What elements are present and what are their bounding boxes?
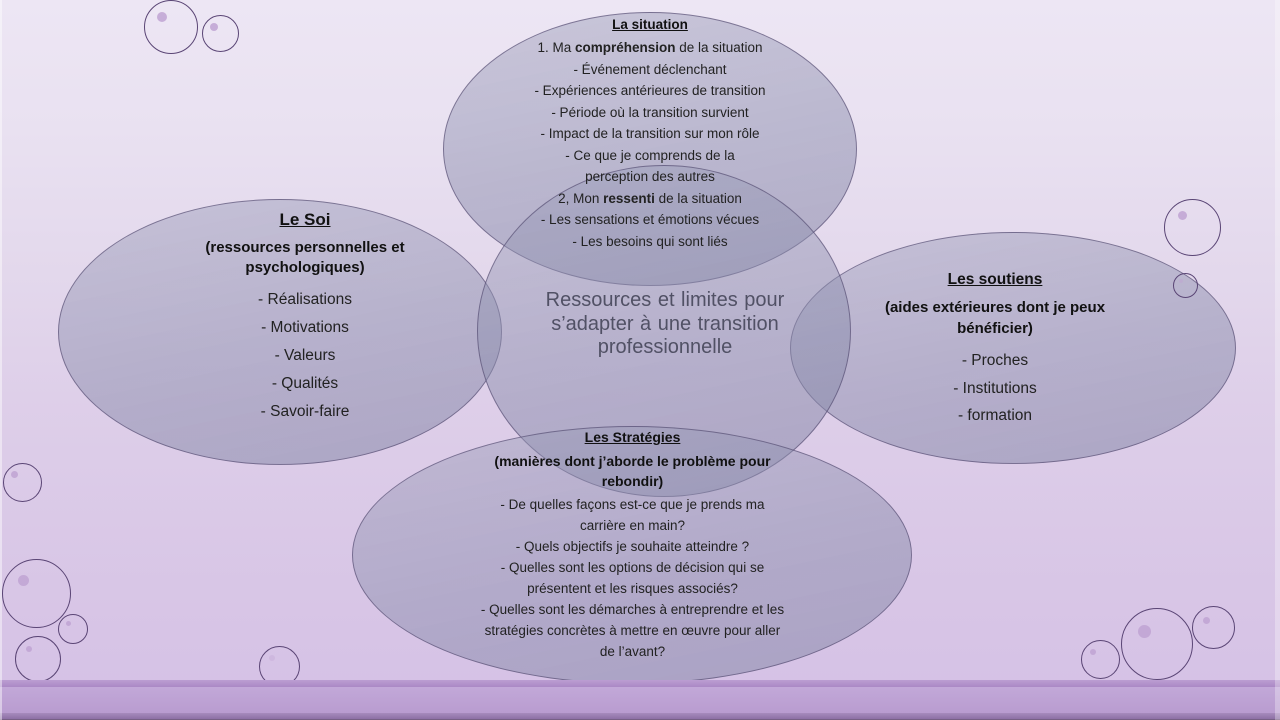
bubble	[1121, 608, 1193, 680]
ellipse-le-soi	[58, 199, 502, 465]
bottom-band-dark	[0, 680, 1280, 687]
section-lines: - Proches - Institutions - formation	[845, 347, 1145, 430]
slide-edge-right	[1275, 0, 1280, 720]
list-line: - formation	[957, 407, 1033, 424]
section-les-soutiens: Les soutiens (aides extérieures dont je …	[845, 271, 1145, 430]
bubble-dot	[210, 23, 218, 31]
list-line: - Période où la transition survient	[551, 104, 749, 120]
section-subtitle: (manières dont j’aborde le problème pour…	[494, 453, 771, 489]
bottom-band-deep	[0, 713, 1280, 720]
ellipse-les-strategies	[352, 426, 912, 684]
bubble	[3, 463, 42, 502]
bubble	[1081, 640, 1120, 679]
bubble	[144, 0, 198, 54]
list-line: - Institutions	[953, 379, 1037, 397]
list-line: - Réalisations	[258, 291, 352, 308]
list-line: - Proches	[961, 352, 1029, 369]
bubble-dot	[18, 575, 29, 586]
list-line: - Événement déclenchant	[573, 61, 727, 77]
list-line: - Quels objectifs je souhaite atteindre …	[515, 539, 750, 554]
bubble	[1164, 199, 1221, 256]
bottom-band-mid	[0, 687, 1280, 713]
list-line: 1. Ma compréhension de la situation	[537, 40, 763, 55]
list-line: - Expériences antérieures de transition	[534, 83, 766, 98]
bubble	[15, 636, 61, 682]
slide-edge-left	[0, 0, 2, 720]
section-title: Les soutiens	[947, 271, 1043, 288]
section-lines: - De quelles façons est-ce que je prends…	[415, 494, 850, 662]
bubble-dot	[269, 655, 275, 661]
section-title: Le Soi	[279, 210, 331, 229]
section-la-situation: La situation 1. Ma compréhension de la s…	[465, 17, 835, 252]
list-line: - Savoir-faire	[260, 403, 350, 420]
section-le-soi: Le Soi (ressources personnelles et psych…	[165, 210, 445, 426]
bubble-dot	[157, 12, 167, 22]
section-subtitle: (ressources personnelles et psychologiqu…	[205, 239, 405, 276]
list-line: - Motivations	[261, 319, 349, 336]
ellipse-les-soutiens	[790, 232, 1236, 464]
section-les-strategies: Les Stratégies (manières dont j’aborde l…	[415, 429, 850, 662]
list-line: - Les besoins qui sont liés	[572, 233, 728, 249]
center-title: Ressources et limites pour s’adapter à u…	[545, 289, 785, 358]
bubble-dot	[1203, 617, 1210, 624]
bubble	[202, 15, 239, 52]
list-line: - De quelles façons est-ce que je prends…	[500, 497, 765, 533]
bubble	[1173, 273, 1198, 298]
list-line: - Qualités	[271, 375, 339, 392]
bubble	[58, 614, 88, 644]
bubble-dot	[1179, 279, 1183, 283]
list-line: - Quelles sont les options de décision q…	[500, 560, 765, 596]
bubble-dot	[1090, 649, 1096, 655]
bubble-dot	[66, 621, 71, 626]
bubble-dot	[11, 471, 18, 478]
list-line: - Impact de la transition sur mon rôle	[540, 126, 760, 141]
bubble	[2, 559, 71, 628]
section-subtitle: (aides extérieures dont je peux bénéfici…	[884, 299, 1106, 337]
list-line: - Quelles sont les démarches à entrepren…	[480, 602, 785, 659]
bubble-dot	[26, 646, 32, 652]
section-lines: 1. Ma compréhension de la situation - Évé…	[465, 37, 835, 252]
bubble	[1192, 606, 1235, 649]
section-title: La situation	[612, 17, 688, 32]
list-line: 2, Mon ressenti de la situation	[558, 190, 742, 206]
bubble-dot	[1178, 211, 1187, 220]
list-line: - Les sensations et émotions vécues	[540, 212, 760, 227]
section-lines: - Réalisations - Motivations - Valeurs - Qu…	[165, 286, 445, 426]
section-title: Les Stratégies	[584, 429, 681, 445]
list-line: - Valeurs	[274, 347, 336, 364]
bubble-dot	[1138, 625, 1151, 638]
